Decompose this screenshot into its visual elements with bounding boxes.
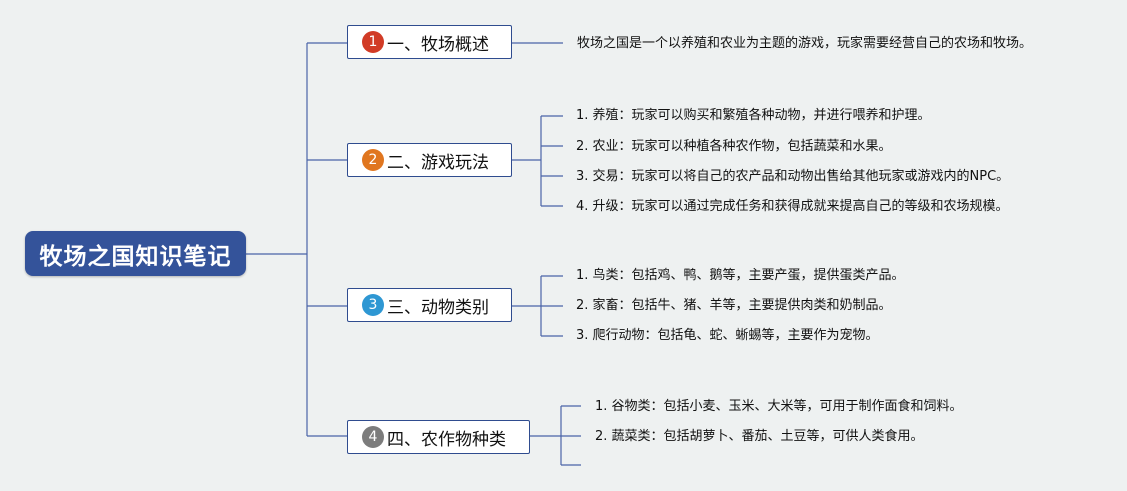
topic-2-item-3[interactable]: 3. 交易：玩家可以将自己的农产品和动物出售给其他玩家或游戏内的NPC。 (576, 169, 1010, 184)
badge-2-icon: 2 (362, 149, 384, 171)
badge-3-icon: 3 (362, 294, 384, 316)
root-node[interactable]: 牧场之国知识笔记 (25, 231, 246, 276)
topic-2-item-2[interactable]: 2. 农业：玩家可以种植各种农作物，包括蔬菜和水果。 (576, 139, 892, 154)
root-title: 牧场之国知识笔记 (39, 243, 232, 270)
topic-3-item-1[interactable]: 1. 鸟类：包括鸡、鸭、鹅等，主要产蛋，提供蛋类产品。 (576, 268, 905, 283)
badge-1-icon: 1 (362, 31, 384, 53)
topic-4-title: 四、农作物种类 (387, 429, 506, 450)
topic-1-item-1[interactable]: 牧场之国是一个以养殖和农业为主题的游戏，玩家需要经营自己的农场和牧场。 (577, 36, 1033, 51)
topic-4[interactable]: 4 四、农作物种类 (347, 420, 530, 454)
topic-3-item-3[interactable]: 3. 爬行动物：包括龟、蛇、蜥蜴等，主要作为宠物。 (576, 328, 879, 343)
topic-2-item-4[interactable]: 4. 升级：玩家可以通过完成任务和获得成就来提高自己的等级和农场规模。 (576, 199, 1009, 214)
topic-3-item-2[interactable]: 2. 家畜：包括牛、猪、羊等，主要提供肉类和奶制品。 (576, 298, 892, 313)
topic-1-title: 一、牧场概述 (387, 34, 489, 55)
topic-3[interactable]: 3 三、动物类别 (347, 288, 512, 322)
topic-3-title: 三、动物类别 (387, 297, 489, 318)
topic-2-title: 二、游戏玩法 (387, 152, 489, 173)
badge-4-icon: 4 (362, 426, 384, 448)
topic-2-item-1[interactable]: 1. 养殖：玩家可以购买和繁殖各种动物，并进行喂养和护理。 (576, 108, 931, 123)
topic-1[interactable]: 1 一、牧场概述 (347, 25, 512, 59)
topic-2[interactable]: 2 二、游戏玩法 (347, 143, 512, 177)
topic-4-item-2[interactable]: 2. 蔬菜类：包括胡萝卜、番茄、土豆等，可供人类食用。 (595, 429, 924, 444)
topic-4-item-1[interactable]: 1. 谷物类：包括小麦、玉米、大米等，可用于制作面食和饲料。 (595, 399, 963, 414)
